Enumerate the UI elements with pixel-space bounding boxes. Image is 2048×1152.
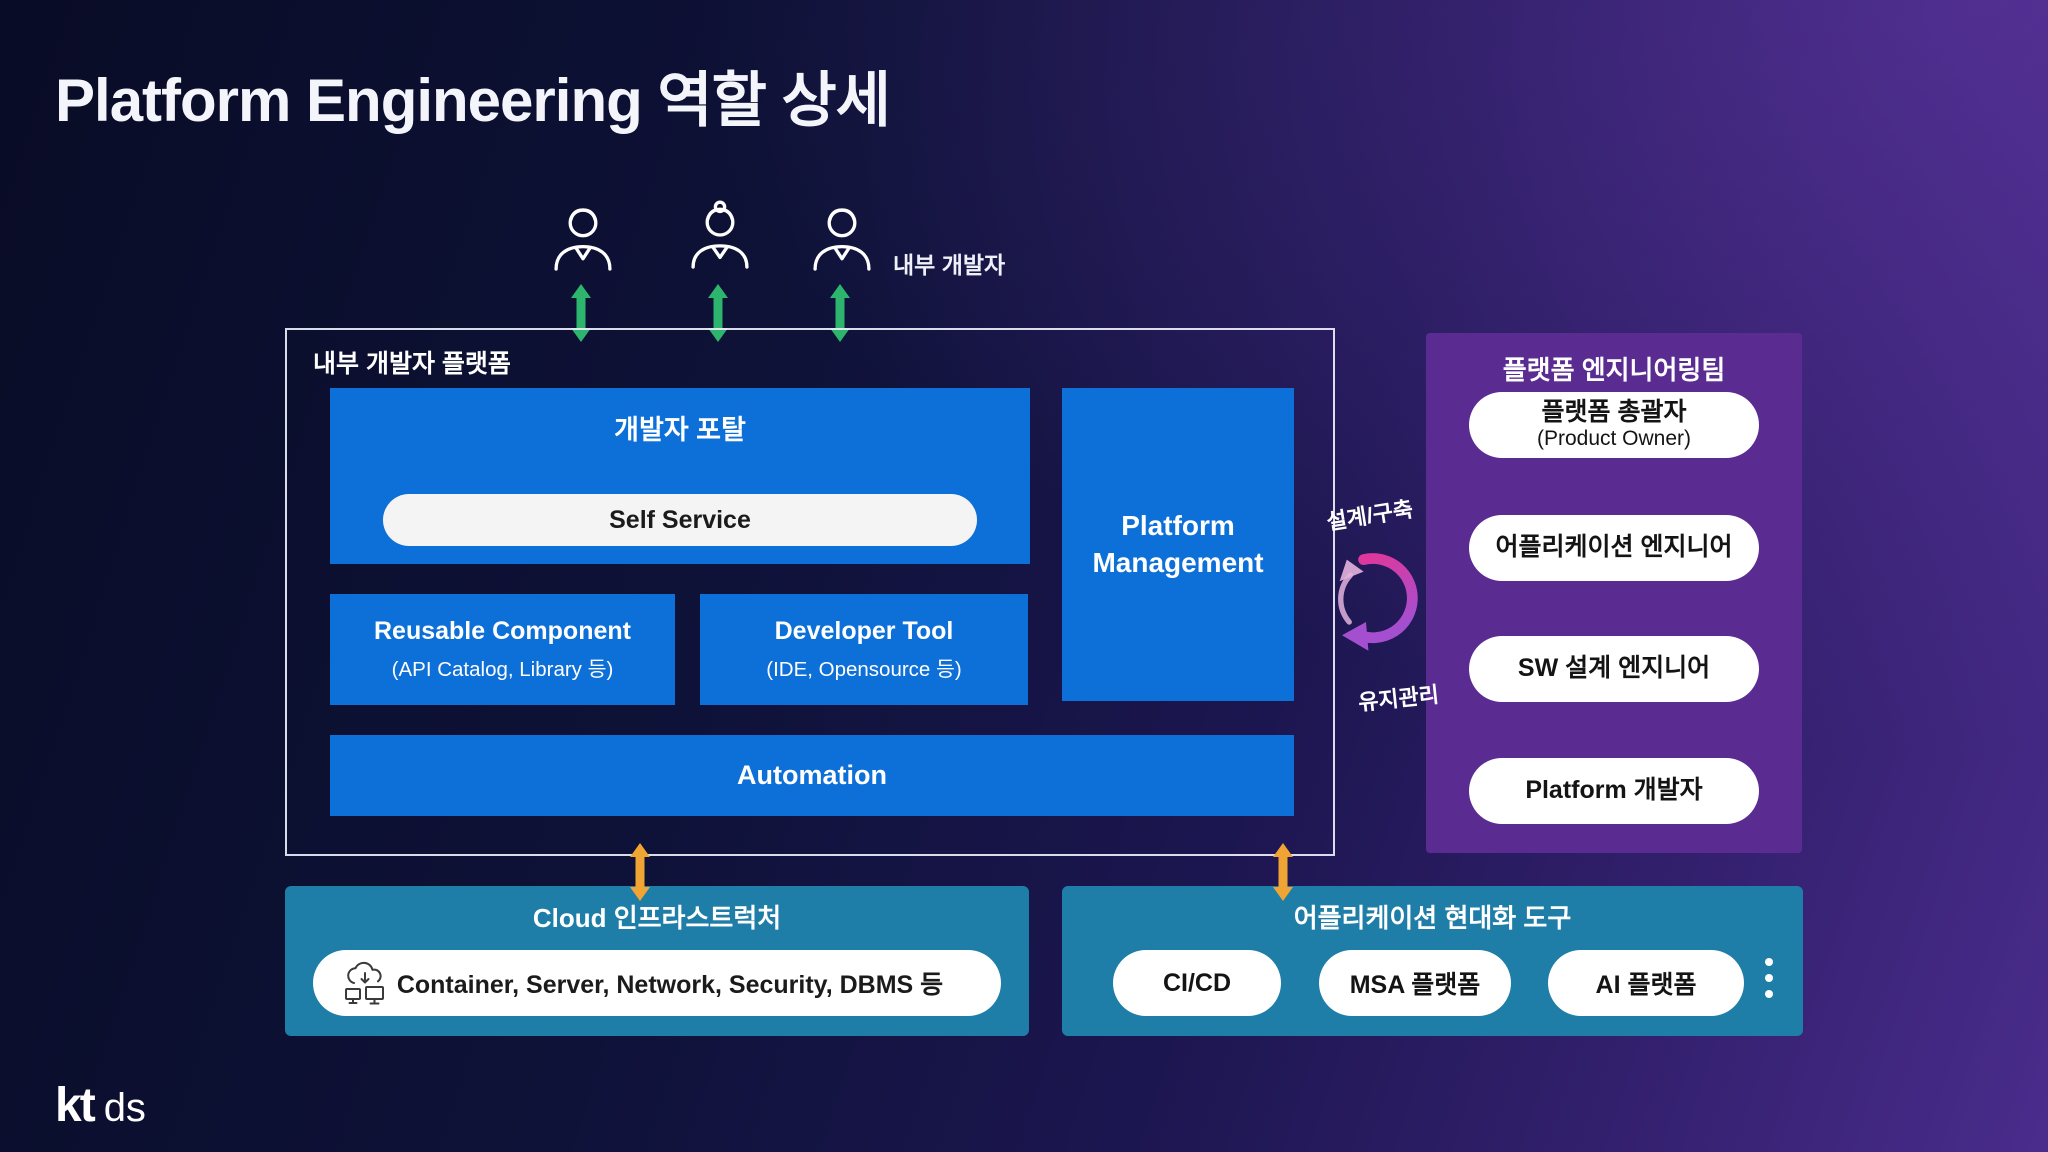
developer-person-icon — [554, 208, 612, 271]
app-modernization-title: 어플리케이션 현대화 도구 — [1293, 903, 1572, 933]
team-title: 플랫폼 엔지니어링팀 — [1502, 355, 1726, 385]
developer-tool-title: Developer Tool — [774, 617, 954, 645]
role-pill-sw-design-engineer: SW 설계 엔지니어 — [1469, 636, 1759, 702]
idp-label: 내부 개발자 플랫폼 — [313, 350, 511, 378]
cloud-infrastructure-title: Cloud 인프라스트럭처 — [532, 903, 782, 933]
reusable-component-title: Reusable Component — [374, 617, 631, 645]
vertical-ellipsis-icon — [1765, 958, 1773, 998]
developer-portal-title: 개발자 포탈 — [614, 415, 746, 445]
green-double-arrow-icon — [708, 284, 728, 342]
green-double-arrow-icon — [571, 284, 591, 342]
cloud-infrastructure-items: Container, Server, Network, Security, DB… — [396, 971, 944, 999]
role-pill-platform-developer: Platform 개발자 — [1469, 758, 1759, 824]
tool-pill-msa-platform: MSA 플랫폼 — [1319, 950, 1511, 1016]
developer-tool-subtitle: (IDE, Opensource 등) — [766, 658, 962, 681]
role-title: 플랫폼 총괄자 — [1541, 398, 1687, 427]
orange-double-arrow-icon — [1273, 843, 1293, 901]
design-build-label: 설계/구축 — [1324, 496, 1415, 535]
platform-management-box: Platform Management — [1062, 388, 1294, 701]
logo-kt: kt — [55, 1079, 96, 1132]
logo-ds: ds — [103, 1086, 146, 1130]
cloud-server-icon — [345, 961, 384, 1005]
ktds-logo: kt ds — [55, 1078, 146, 1133]
orange-double-arrow-icon — [630, 843, 650, 901]
page-title: Platform Engineering 역할 상세 — [55, 67, 891, 134]
role-pill-application-engineer: 어플리케이션 엔지니어 — [1469, 515, 1759, 581]
role-title: 어플리케이션 엔지니어 — [1495, 533, 1733, 562]
tool-pill-ai-platform: AI 플랫폼 — [1548, 950, 1744, 1016]
role-title: SW 설계 엔지니어 — [1517, 654, 1711, 683]
internal-developer-platform-panel — [285, 328, 1335, 856]
role-title: Platform 개발자 — [1525, 776, 1703, 805]
reusable-component-subtitle: (API Catalog, Library 등) — [391, 658, 614, 681]
self-service-pill: Self Service — [383, 494, 977, 546]
reusable-component-box: Reusable Component (API Catalog, Library… — [330, 594, 675, 705]
cycle-arrows-icon — [1338, 553, 1418, 651]
green-double-arrow-icon — [830, 284, 850, 342]
tool-pill-cicd: CI/CD — [1113, 950, 1281, 1016]
role-pill-product-owner: 플랫폼 총괄자 (Product Owner) — [1469, 392, 1759, 458]
developer-person-icon — [691, 200, 749, 269]
automation-box: Automation — [330, 735, 1294, 816]
developer-person-icon — [813, 208, 871, 271]
cloud-infrastructure-pill: Container, Server, Network, Security, DB… — [313, 950, 1001, 1016]
role-subtitle: (Product Owner) — [1536, 426, 1692, 450]
developer-tool-box: Developer Tool (IDE, Opensource 등) — [700, 594, 1028, 705]
internal-developer-label: 내부 개발자 — [893, 252, 1006, 278]
